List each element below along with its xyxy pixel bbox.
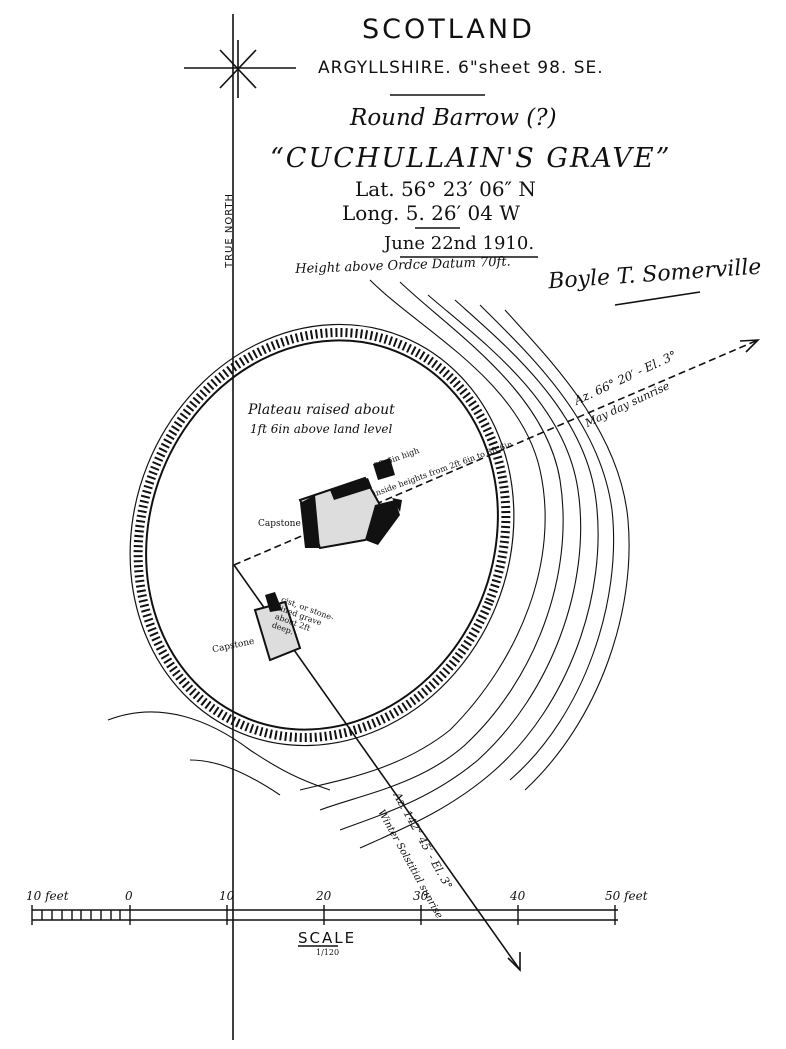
barrow-bank: [129, 323, 515, 747]
true-north-label: TRUE NORTH: [224, 192, 235, 268]
scale-tick-label: 30: [413, 889, 429, 903]
scale-tick-label: 0: [125, 889, 133, 903]
scale-tick-label: 10 feet: [26, 889, 69, 903]
capstone-label: Capstone: [258, 519, 301, 529]
contour-lines: [107, 279, 630, 849]
survey-date: June 22nd 1910.: [384, 233, 535, 254]
second-cist: [253, 592, 302, 662]
monument-name: “CUCHULLAIN'S GRAVE”: [270, 143, 672, 174]
scale-title: SCALE: [298, 929, 357, 947]
map-title: SCOTLAND: [362, 14, 535, 45]
sheet-reference: ARGYLLSHIRE. 6"sheet 98. SE.: [318, 58, 604, 78]
scale-ratio: 1/120: [316, 948, 340, 957]
plateau-note-line1: Plateau raised about: [248, 402, 395, 418]
mayday-bearing-line: [233, 339, 759, 566]
latitude: Lat. 56° 23′ 06″ N: [355, 177, 536, 201]
central-cist: [298, 458, 402, 550]
scale-tick-label: 40: [510, 889, 526, 903]
scale-tick-label: 20: [316, 889, 332, 903]
longitude: Long. 5. 26′ 04 W: [342, 201, 520, 225]
monument-type: Round Barrow (?): [350, 105, 557, 131]
plateau-note-line2: 1ft 6in above land level: [250, 422, 393, 436]
scale-tick-label: 10: [219, 889, 235, 903]
scale-tick-label: 50 feet: [605, 889, 648, 903]
scale-bar: [31, 905, 618, 947]
north-star-icon: [184, 40, 296, 98]
